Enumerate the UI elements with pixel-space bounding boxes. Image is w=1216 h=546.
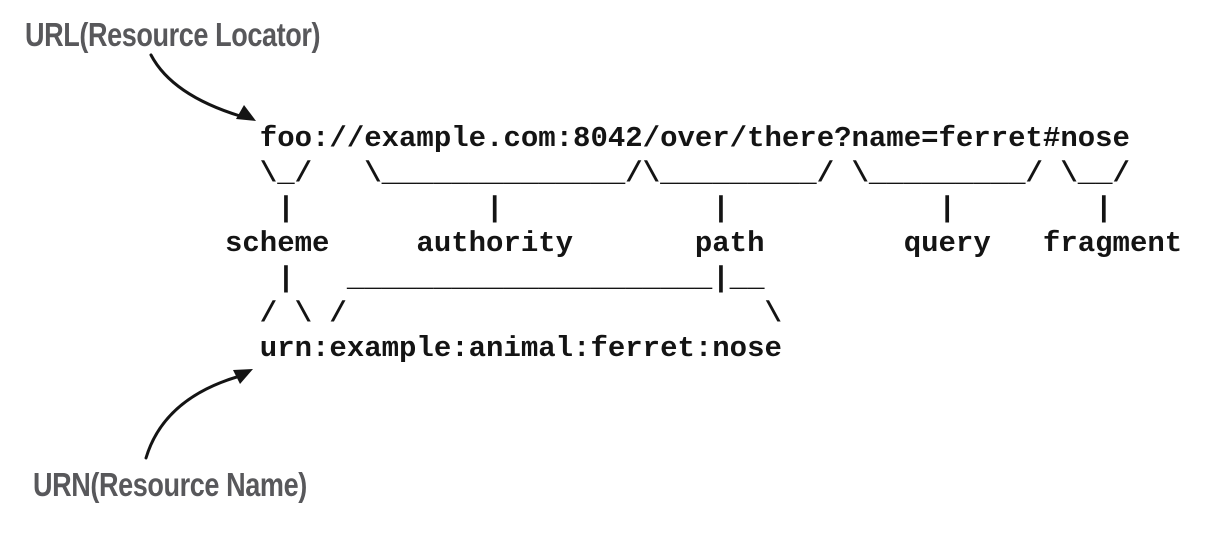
urn-arrow-icon [144, 369, 253, 460]
url-arrow-icon [149, 53, 256, 121]
uri-ascii-art: foo://example.com:8042/over/there?name=f… [225, 122, 1183, 365]
url-label: URL(Resource Locator) [25, 16, 321, 53]
urn-label: URN(Resource Name) [33, 466, 307, 503]
